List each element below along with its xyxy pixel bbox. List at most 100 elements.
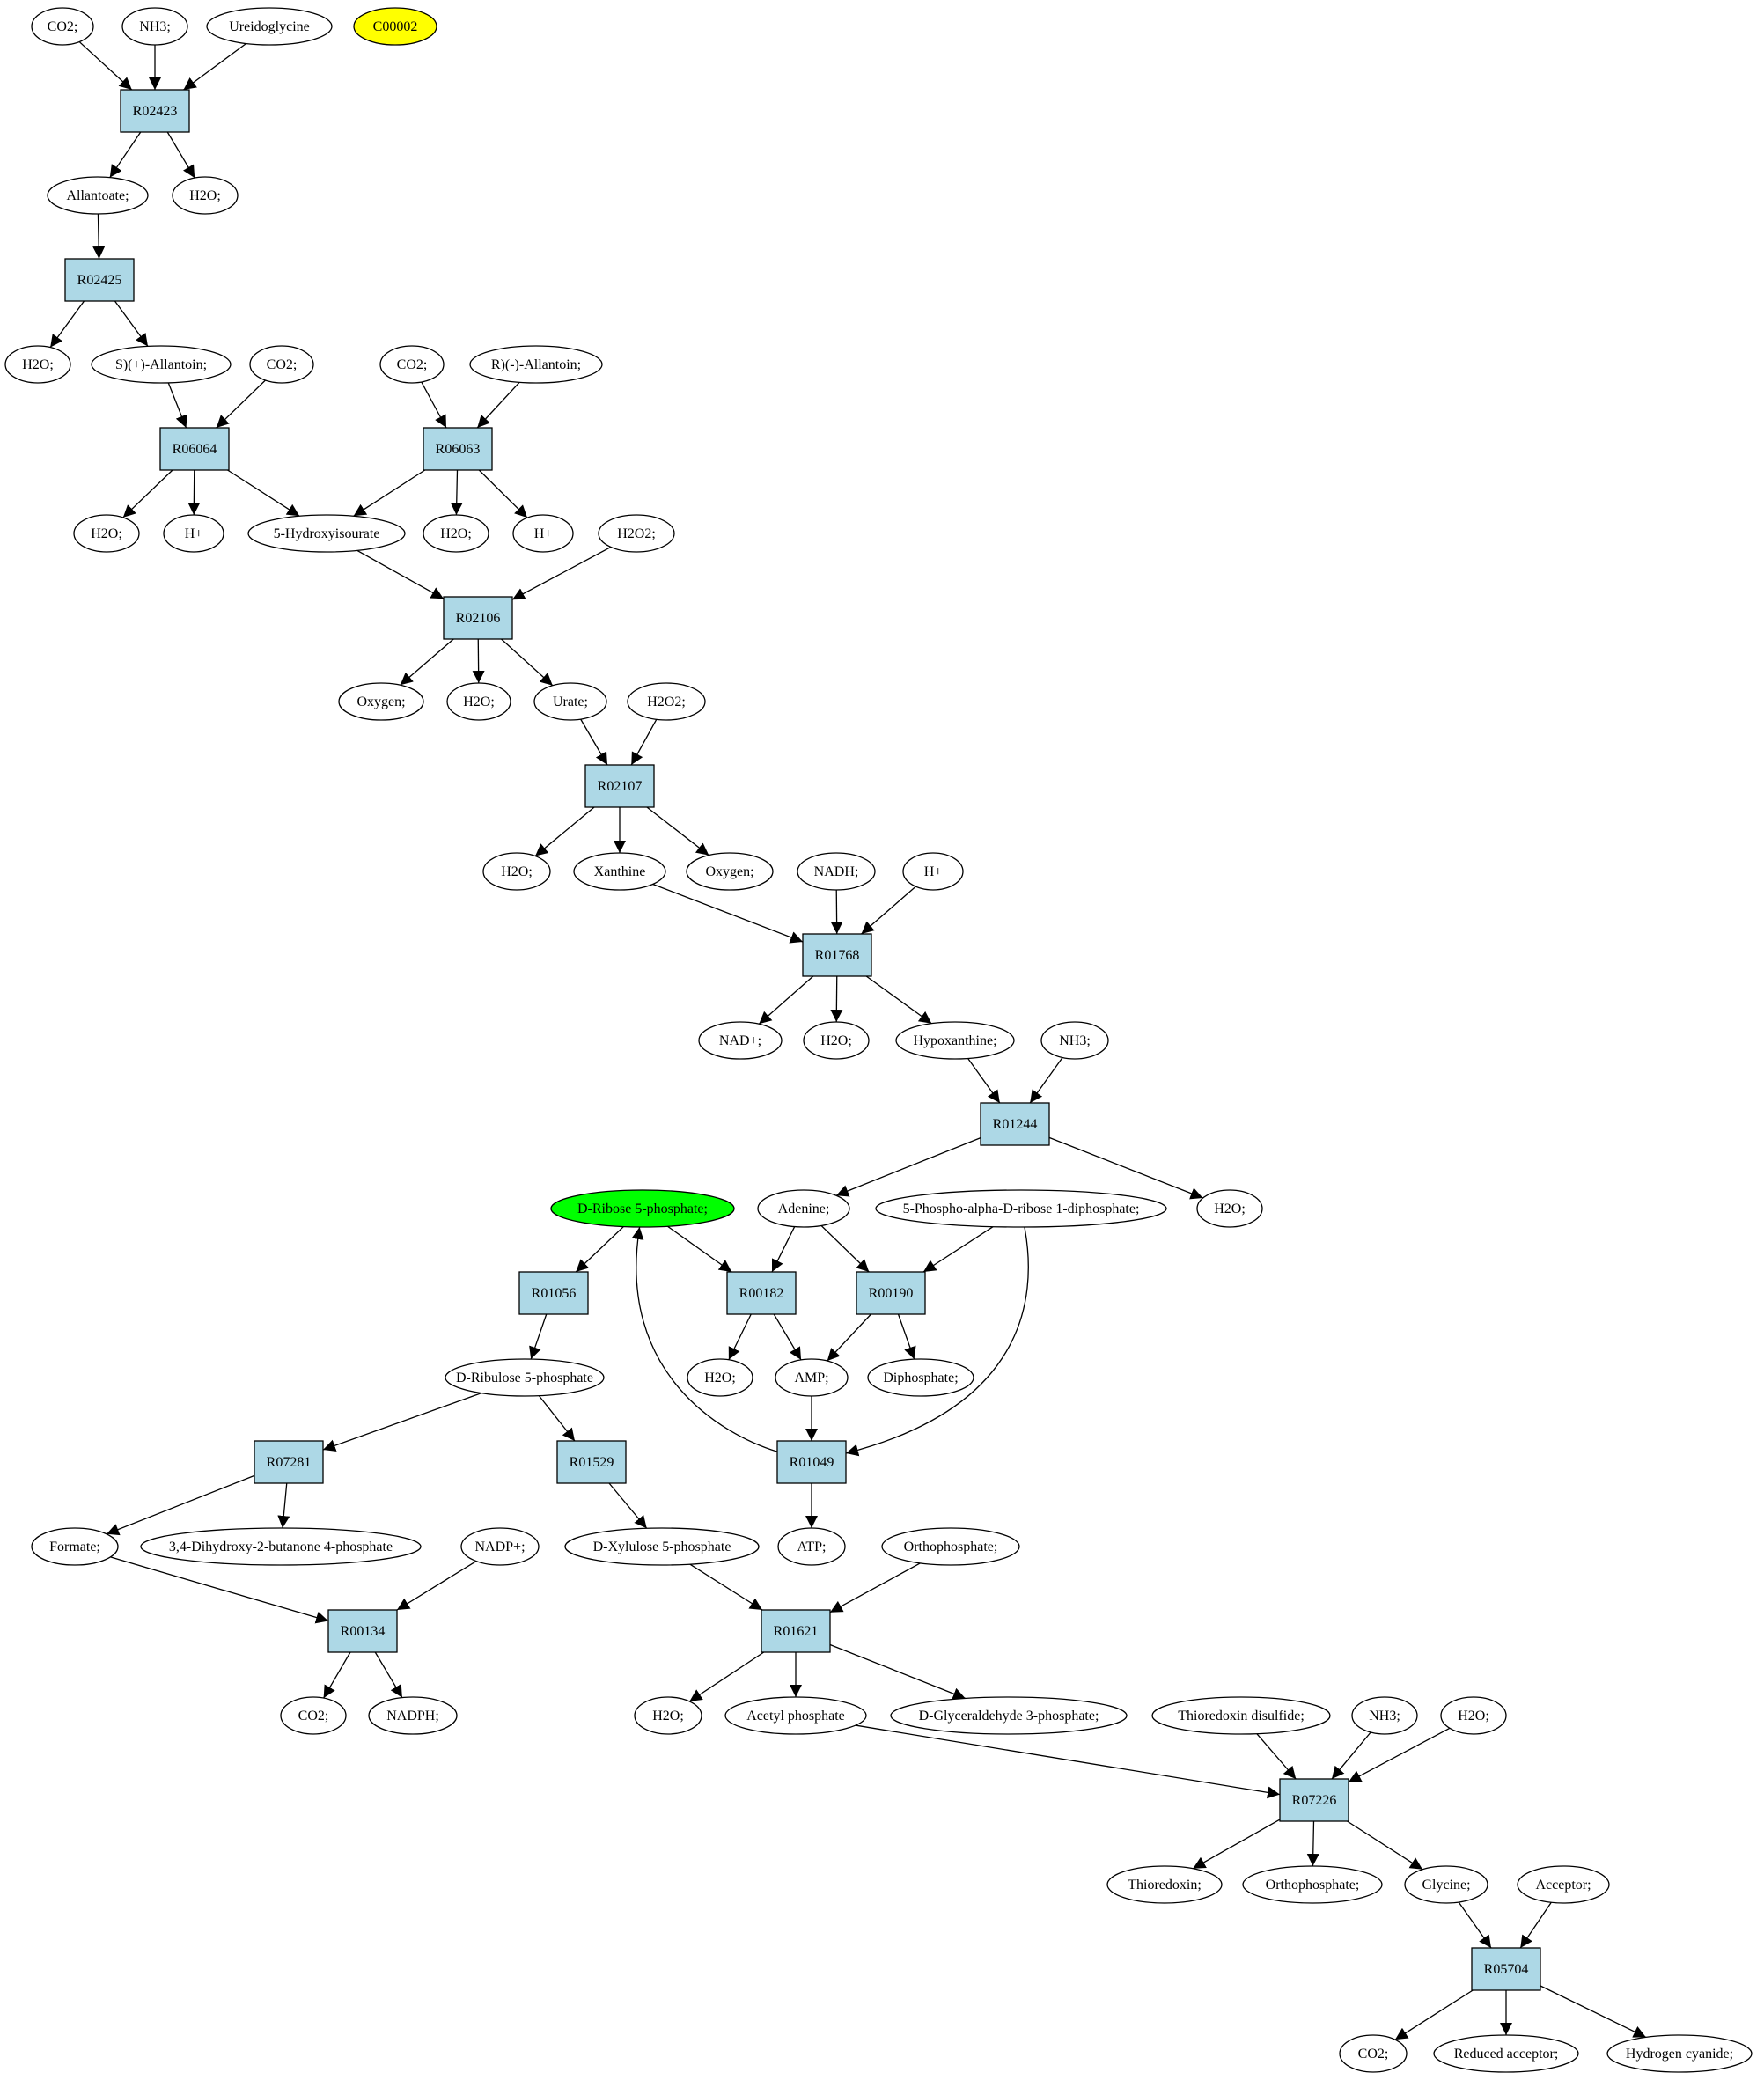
reaction-node-r14[interactable]: R01049 bbox=[776, 1440, 847, 1484]
compound-node-c24[interactable]: NADH; bbox=[797, 852, 876, 891]
reaction-node-r2[interactable]: R02425 bbox=[64, 258, 135, 302]
reaction-node-r13[interactable]: R01529 bbox=[556, 1440, 627, 1484]
reaction-node-r9[interactable]: R01056 bbox=[518, 1271, 589, 1315]
compound-node-c8[interactable]: CO2; bbox=[249, 345, 314, 384]
compound-node-c28[interactable]: Hypoxanthine; bbox=[895, 1021, 1015, 1060]
compound-node-c51[interactable]: Thioredoxin; bbox=[1106, 1865, 1223, 1904]
reaction-node-r3[interactable]: R06064 bbox=[159, 427, 230, 471]
node-label: CO2; bbox=[267, 357, 298, 372]
reaction-node-r8[interactable]: R01244 bbox=[980, 1102, 1050, 1146]
edge-r16-to-c45 bbox=[688, 1651, 765, 1702]
compound-node-c1[interactable]: CO2; bbox=[31, 7, 94, 46]
compound-ellipse bbox=[1339, 2034, 1408, 2073]
edge-c9-to-r4 bbox=[421, 381, 447, 429]
compound-node-c14[interactable]: H2O; bbox=[423, 514, 489, 553]
compound-node-c2[interactable]: NH3; bbox=[121, 7, 188, 46]
compound-node-q1[interactable]: C00002 bbox=[353, 7, 437, 46]
compound-node-c31[interactable]: 5-Phospho-alpha-D-ribose 1-diphosphate; bbox=[875, 1189, 1167, 1228]
reaction-node-r15[interactable]: R00134 bbox=[327, 1609, 398, 1653]
compound-node-c18[interactable]: H2O; bbox=[446, 682, 511, 721]
reaction-node-r6[interactable]: R02107 bbox=[584, 764, 655, 808]
compound-node-c47[interactable]: D-Glyceraldehyde 3-phosphate; bbox=[890, 1696, 1128, 1735]
edge-r2-to-c6 bbox=[49, 300, 85, 348]
compound-node-c40[interactable]: D-Xylulose 5-phosphate bbox=[564, 1527, 760, 1566]
edge-r11-to-c35 bbox=[827, 1313, 871, 1362]
compound-node-c22[interactable]: Xanthine bbox=[573, 852, 666, 891]
compound-node-c48[interactable]: Thioredoxin disulfide; bbox=[1151, 1696, 1331, 1735]
reaction-node-r18[interactable]: R05704 bbox=[1471, 1947, 1541, 1991]
compound-node-c42[interactable]: Orthophosphate; bbox=[881, 1527, 1020, 1566]
reaction-node-r10[interactable]: R00182 bbox=[726, 1271, 797, 1315]
compound-node-c39[interactable]: NADP+; bbox=[460, 1527, 540, 1566]
compound-node-c41[interactable]: ATP; bbox=[777, 1527, 846, 1566]
compound-node-c49[interactable]: NH3; bbox=[1351, 1696, 1418, 1735]
reaction-box bbox=[856, 1271, 926, 1315]
compound-node-c23[interactable]: Oxygen; bbox=[686, 852, 774, 891]
reaction-node-r11[interactable]: R00190 bbox=[856, 1271, 926, 1315]
edge-r7-to-c26 bbox=[758, 975, 814, 1025]
reaction-node-r17[interactable]: R07226 bbox=[1279, 1778, 1349, 1822]
compound-node-c56[interactable]: Reduced acceptor; bbox=[1433, 2034, 1579, 2073]
compound-node-c36[interactable]: Diphosphate; bbox=[867, 1358, 974, 1397]
compound-node-c37[interactable]: Formate; bbox=[31, 1527, 119, 1566]
compound-node-c12[interactable]: H+ bbox=[163, 514, 224, 553]
compound-node-c9[interactable]: CO2; bbox=[379, 345, 445, 384]
reaction-node-r4[interactable]: R06063 bbox=[423, 427, 493, 471]
reaction-node-r5[interactable]: R02106 bbox=[443, 596, 513, 640]
compound-node-c55[interactable]: CO2; bbox=[1339, 2034, 1408, 2073]
compound-node-c21[interactable]: H2O; bbox=[482, 852, 551, 891]
compound-node-c27[interactable]: H2O; bbox=[803, 1021, 870, 1060]
compound-node-c33[interactable]: D-Ribulose 5-phosphate bbox=[445, 1358, 605, 1397]
reaction-node-r16[interactable]: R01621 bbox=[761, 1609, 831, 1653]
compound-node-c50[interactable]: H2O; bbox=[1440, 1696, 1507, 1735]
edge-r6-to-c21 bbox=[534, 806, 595, 857]
compound-node-c43[interactable]: CO2; bbox=[280, 1696, 347, 1735]
compound-ellipse bbox=[73, 514, 140, 553]
edge-r2-to-c7 bbox=[114, 300, 149, 347]
compound-node-c29[interactable]: NH3; bbox=[1040, 1021, 1109, 1060]
compound-node-c5[interactable]: H2O; bbox=[172, 176, 239, 215]
compound-node-c6[interactable]: H2O; bbox=[4, 345, 71, 384]
node-label: R00190 bbox=[869, 1286, 914, 1301]
compound-node-s1[interactable]: D-Ribose 5-phosphate; bbox=[550, 1189, 735, 1228]
compound-node-c44[interactable]: NADPH; bbox=[368, 1696, 458, 1735]
reaction-box bbox=[776, 1440, 847, 1484]
node-label: H2O; bbox=[189, 188, 221, 203]
compound-node-c25[interactable]: H+ bbox=[902, 852, 964, 891]
compound-node-c57[interactable]: Hydrogen cyanide; bbox=[1606, 2034, 1753, 2073]
compound-node-c7[interactable]: S)(+)-Allantoin; bbox=[91, 345, 232, 384]
node-label: D-Xylulose 5-phosphate bbox=[593, 1540, 731, 1554]
compound-node-c38[interactable]: 3,4-Dihydroxy-2-butanone 4-phosphate bbox=[140, 1527, 422, 1566]
compound-node-c4[interactable]: Allantoate; bbox=[47, 176, 149, 215]
compound-node-c13[interactable]: 5-Hydroxyisourate bbox=[247, 514, 406, 553]
node-label: NH3; bbox=[1059, 1033, 1091, 1048]
compound-node-c26[interactable]: NAD+; bbox=[698, 1021, 783, 1060]
compound-node-c19[interactable]: Urate; bbox=[533, 682, 607, 721]
compound-node-c32[interactable]: H2O; bbox=[1196, 1189, 1263, 1228]
compound-ellipse bbox=[1351, 1696, 1418, 1735]
edge-r8-to-c32 bbox=[1048, 1136, 1203, 1200]
compound-ellipse bbox=[564, 1527, 760, 1566]
compound-node-c45[interactable]: H2O; bbox=[634, 1696, 702, 1735]
node-label: Acetyl phosphate bbox=[746, 1709, 845, 1724]
compound-node-c11[interactable]: H2O; bbox=[73, 514, 140, 553]
edge-c4-to-r2 bbox=[92, 213, 106, 260]
compound-node-c10[interactable]: R)(-)-Allantoin; bbox=[469, 345, 603, 384]
compound-node-c15[interactable]: H+ bbox=[512, 514, 574, 553]
compound-node-c52[interactable]: Orthophosphate; bbox=[1242, 1865, 1383, 1904]
reaction-node-r7[interactable]: R01768 bbox=[802, 933, 872, 977]
reaction-node-r12[interactable]: R07281 bbox=[254, 1440, 324, 1484]
compound-node-c53[interactable]: Glycine; bbox=[1404, 1865, 1488, 1904]
node-label: H2O; bbox=[704, 1371, 736, 1385]
compound-node-c35[interactable]: AMP; bbox=[775, 1358, 849, 1397]
compound-node-c34[interactable]: H2O; bbox=[687, 1358, 753, 1397]
compound-node-c16[interactable]: H2O2; bbox=[598, 514, 675, 553]
compound-node-c20[interactable]: H2O2; bbox=[627, 682, 706, 721]
compound-node-c46[interactable]: Acetyl phosphate bbox=[724, 1696, 867, 1735]
edge-c31-to-r14 bbox=[845, 1226, 1029, 1457]
compound-node-c17[interactable]: Oxygen; bbox=[338, 682, 424, 721]
compound-node-c3[interactable]: Ureidoglycine bbox=[206, 7, 333, 46]
compound-node-c30[interactable]: Adenine; bbox=[757, 1189, 850, 1228]
reaction-node-r1[interactable]: R02423 bbox=[120, 89, 190, 133]
compound-node-c54[interactable]: Acceptor; bbox=[1517, 1865, 1610, 1904]
